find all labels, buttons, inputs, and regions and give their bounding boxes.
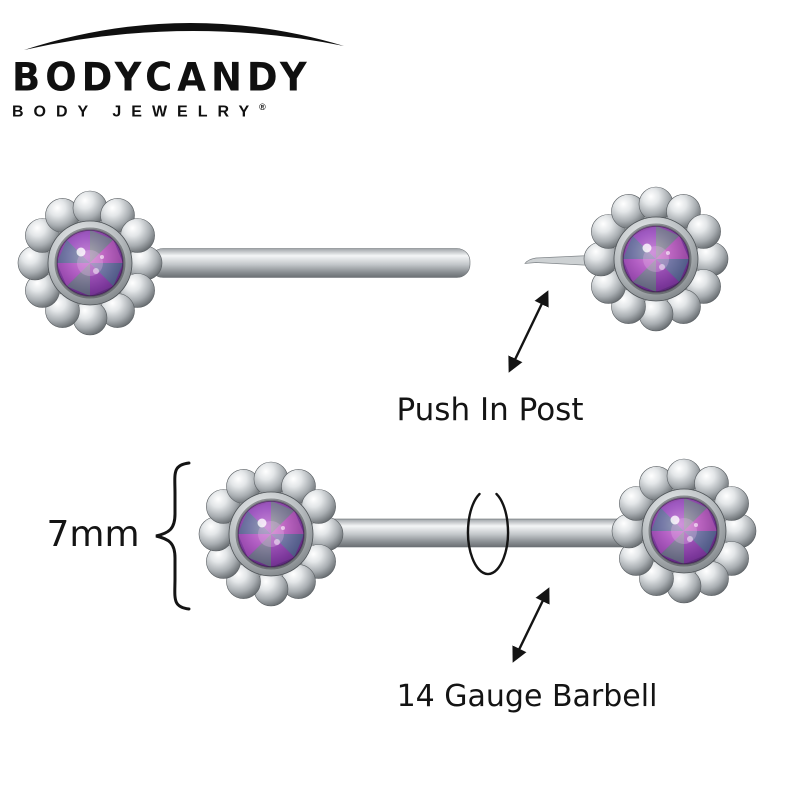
logo-arc-swoosh xyxy=(24,22,344,50)
brand-name: BODYCANDY xyxy=(12,55,312,101)
push-in-post-label: Push In Post xyxy=(396,392,584,428)
gauge-label: 14 Gauge Barbell xyxy=(396,679,658,714)
top-right-end-with-pin xyxy=(524,186,729,332)
push-in-pin xyxy=(524,254,602,267)
barbell-shaft xyxy=(329,518,626,548)
size-brace-icon xyxy=(155,461,191,611)
beaded-gem-end xyxy=(611,458,757,604)
size-label: 7mm xyxy=(46,514,140,555)
gauge-arrow-icon xyxy=(512,587,550,663)
beaded-gem-end xyxy=(583,186,729,332)
push-in-post-tube xyxy=(149,248,471,278)
brand-logo: BODYCANDY BODY JEWELRY® xyxy=(12,10,346,121)
push-in-post-arrow-icon xyxy=(508,290,549,373)
top-left-end-with-post xyxy=(17,190,471,336)
gauge-marker-ellipse-icon xyxy=(466,492,510,576)
brand-tagline: BODY JEWELRY® xyxy=(12,102,346,121)
beaded-gem-end xyxy=(198,461,344,607)
assembled-barbell xyxy=(198,458,757,607)
registered-mark-icon: ® xyxy=(259,102,266,112)
brand-tagline-text: BODY JEWELRY xyxy=(12,103,260,121)
beaded-gem-end xyxy=(17,190,164,336)
